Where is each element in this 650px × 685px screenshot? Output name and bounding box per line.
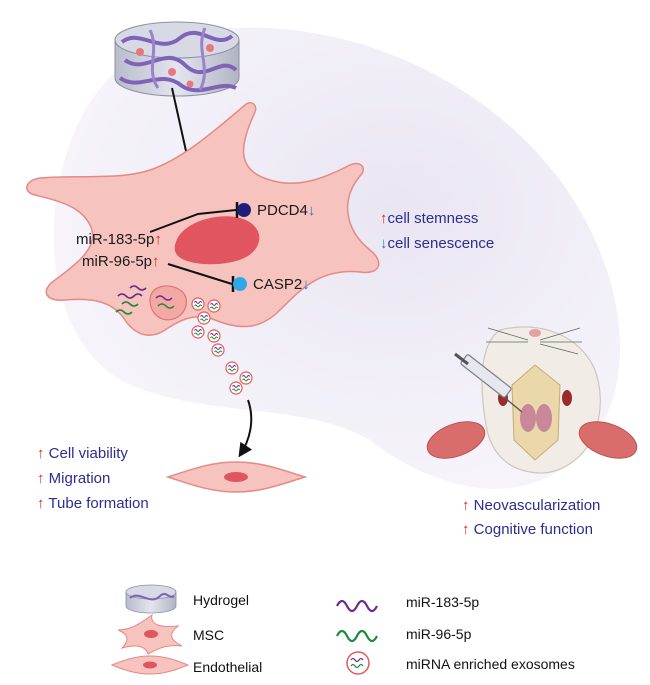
legend-endothelial-icon [110,655,190,675]
exosome [197,311,211,325]
hydrogel-icon [114,21,240,97]
exosome-cluster [191,297,253,395]
legend-exosome-label: miRNA enriched exosomes [406,656,575,672]
legend-msc-label: MSC [193,627,225,643]
exosome [207,299,221,313]
exosome-mir96 [228,368,237,372]
exosome-mir183 [242,375,251,378]
legend-hydrogel-label: Hydrogel [193,592,250,608]
exosome [211,343,225,357]
label-pdcd4: PDCD4↓ [257,202,316,219]
casp2-dot [233,277,247,291]
exosome-mir183 [200,315,209,318]
exosome [207,329,221,343]
exosome-mir183 [194,301,203,304]
rat-illustration [426,326,638,474]
exosome-mir96 [242,378,251,382]
label-mir96: miR-96-5p↑ [82,253,160,270]
effect-cell-stemness: ↑cell stemness [380,210,479,227]
effect-tube-formation: ↑ Tube formation [37,495,149,512]
exosome-mir96 [232,388,241,392]
effect-cell-viability: ↑ Cell viability [37,445,128,462]
arrow-exosome-to-endothelial [238,399,253,458]
exosome [239,371,253,385]
exosome-mir96 [210,306,219,310]
exosome-mir96 [194,304,203,308]
exosome-mir183 [232,385,241,388]
exosome-mir183 [214,347,223,350]
legend-endothelial-label: Endothelial [193,659,263,675]
effect-cell-senescence: ↓cell senescence [380,235,495,252]
legend-hydrogel-icon [125,584,177,614]
exosome-mir96 [214,350,223,354]
msc-nucleus [174,216,260,265]
legend-mir96-icon [336,629,378,643]
exosome [191,325,205,339]
legend-exosome-icon [346,651,370,675]
exosome-mir96 [194,332,203,336]
syringe-illustration [454,352,523,413]
exosome-mir96 [210,336,219,340]
exosome-mir183 [210,303,219,306]
exosome [229,381,243,395]
label-casp2: CASP2↓ [253,276,310,293]
pdcd4-dot [237,203,251,217]
exosome [191,297,205,311]
free-mirna-strands [115,285,147,315]
effect-cognitive-function: ↑ Cognitive function [462,521,593,538]
multivesicular-body [149,285,187,321]
exosome-mir183 [194,329,203,332]
effect-migration: ↑ Migration [37,470,111,487]
exosome [225,361,239,375]
exosome-mir183 [210,333,219,336]
endothelial-cell [165,461,308,493]
label-mir183: miR-183-5p↑ [76,231,162,248]
msc-cell [26,102,380,336]
exosome-mir96 [200,318,209,322]
legend-mir183-label: miR-183-5p [406,594,480,610]
legend-mir96-label: miR-96-5p [406,626,472,642]
exosome-mir183 [228,365,237,368]
legend-mir183-icon [336,599,378,613]
legend-msc-icon [117,613,183,655]
effect-neovascularization: ↑ Neovascularization [462,497,601,514]
